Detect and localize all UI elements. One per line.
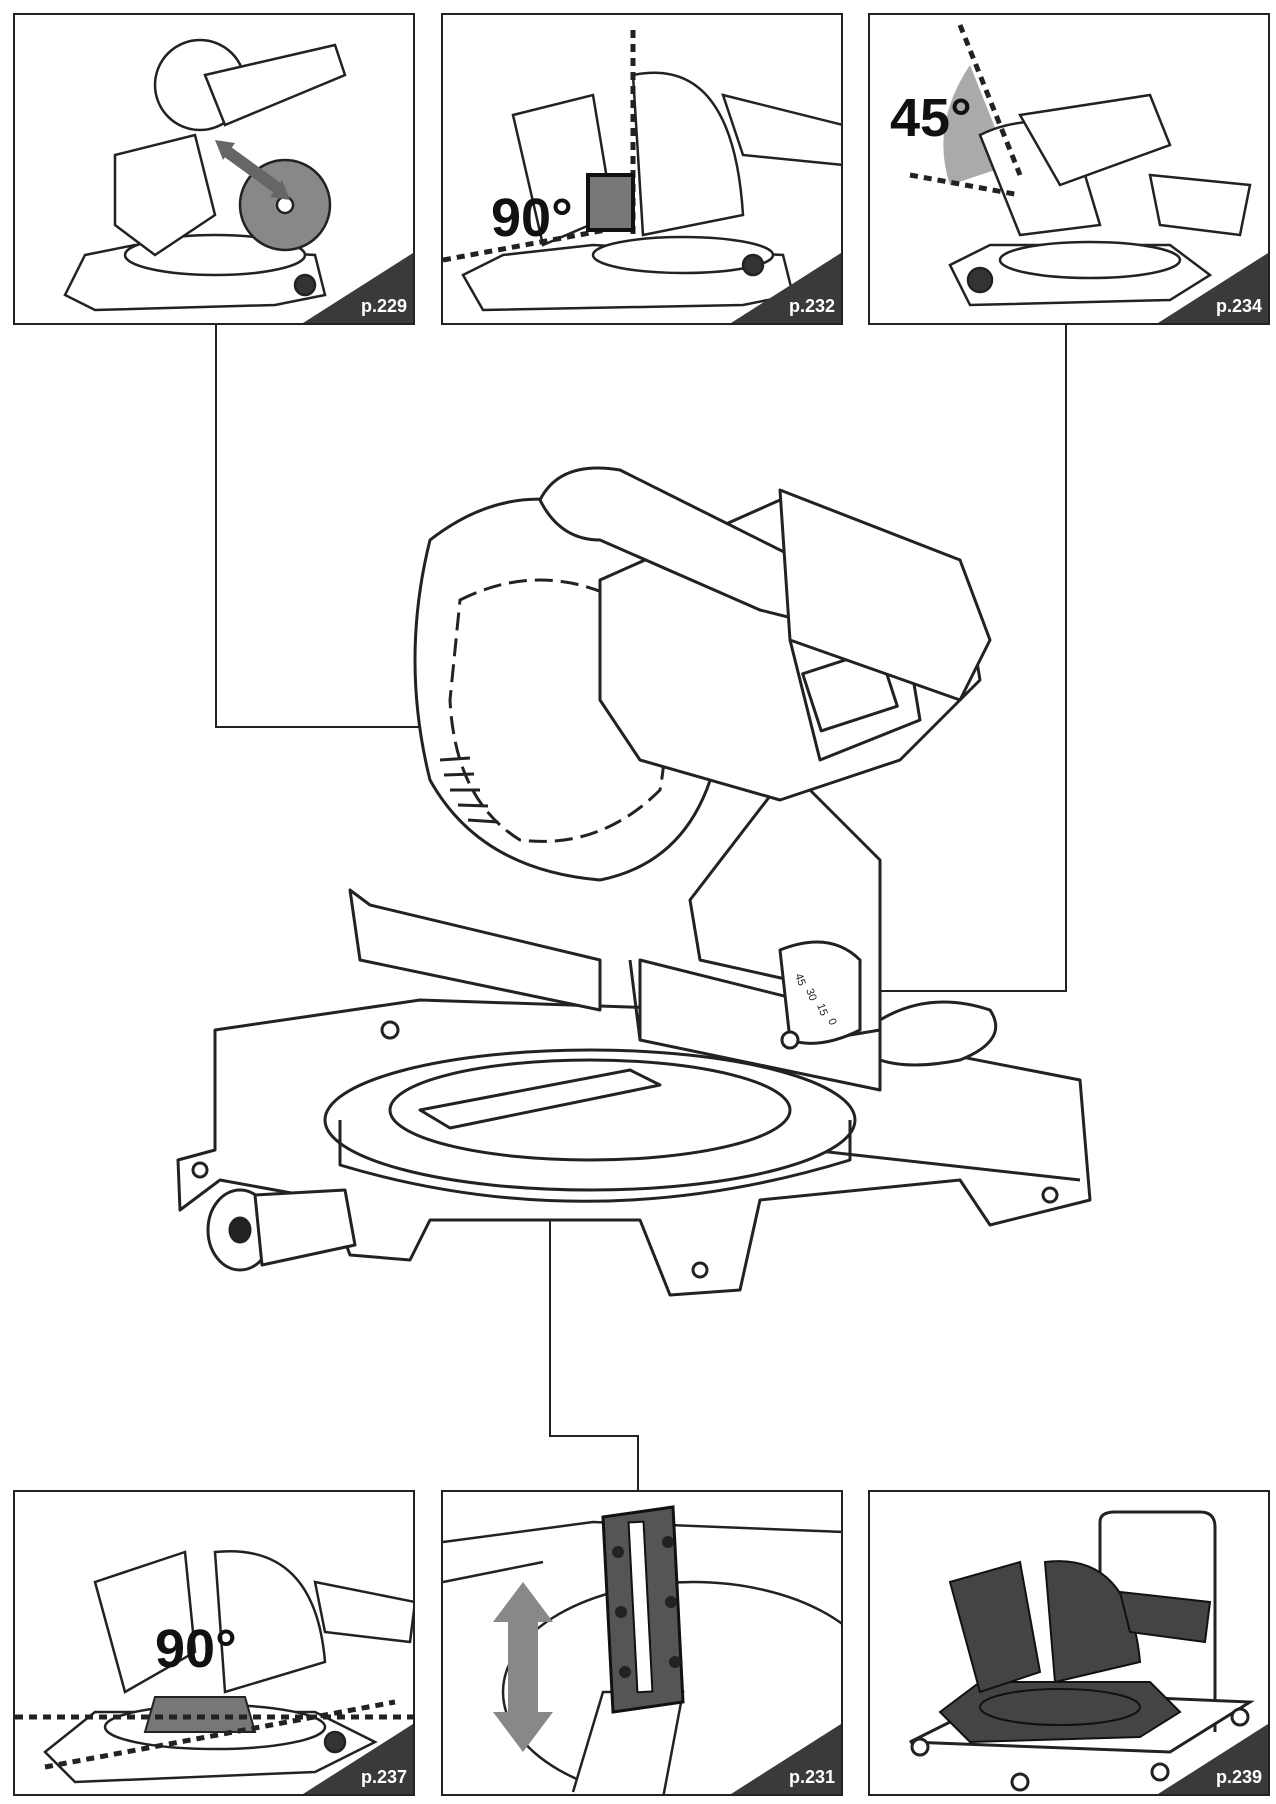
- angle-label: 90°: [491, 188, 573, 248]
- leader-line-blade: [215, 324, 460, 728]
- page-reference[interactable]: p.232: [788, 296, 835, 316]
- bevel-scale-mark: 45: [792, 972, 807, 988]
- panel-blade-change: p.229: [13, 13, 415, 325]
- miter-90-illustration: [15, 1549, 413, 1784]
- miter-saw-drawing: [176, 466, 1092, 1297]
- panel-transport-trolley: p.239: [868, 1490, 1270, 1796]
- page-reference-tag: p.237: [303, 1724, 413, 1794]
- bevel-scale-mark: 30: [803, 987, 818, 1003]
- page-reference-tag: p.234: [1158, 253, 1268, 323]
- page-reference[interactable]: p.237: [360, 1767, 407, 1787]
- panel-miter-90: 90° p.237: [13, 1490, 415, 1796]
- angle-label: 45°: [890, 88, 972, 148]
- page-reference-tag: p.231: [731, 1724, 841, 1794]
- page-reference-tag: p.232: [731, 253, 841, 323]
- blade-change-illustration: [63, 38, 347, 312]
- panel-square-90: 90° p.232: [441, 13, 843, 325]
- page-reference[interactable]: p.234: [1215, 296, 1262, 316]
- page-reference-tag: p.229: [303, 253, 413, 323]
- angle-label: 90°: [155, 1619, 237, 1679]
- leader-line-bevel: [830, 324, 1067, 992]
- transport-trolley-illustration: [909, 1510, 1255, 1792]
- panel-bevel-45: 45° p.234: [868, 13, 1270, 325]
- leader-line-table-insert: [549, 1101, 639, 1496]
- bevel-scale-mark: 15: [814, 1002, 829, 1018]
- page-reference-tag: p.239: [1158, 1724, 1268, 1794]
- panel-table-insert: p.231: [441, 1490, 843, 1796]
- bevel-scale-mark: 0: [825, 1017, 838, 1027]
- bevel-45-illustration: [909, 24, 1252, 307]
- page-reference[interactable]: p.229: [360, 296, 407, 316]
- page-reference[interactable]: p.231: [788, 1767, 835, 1787]
- bevel-scale: 45 30 15 0: [792, 972, 838, 1027]
- page-reference[interactable]: p.239: [1215, 1767, 1262, 1787]
